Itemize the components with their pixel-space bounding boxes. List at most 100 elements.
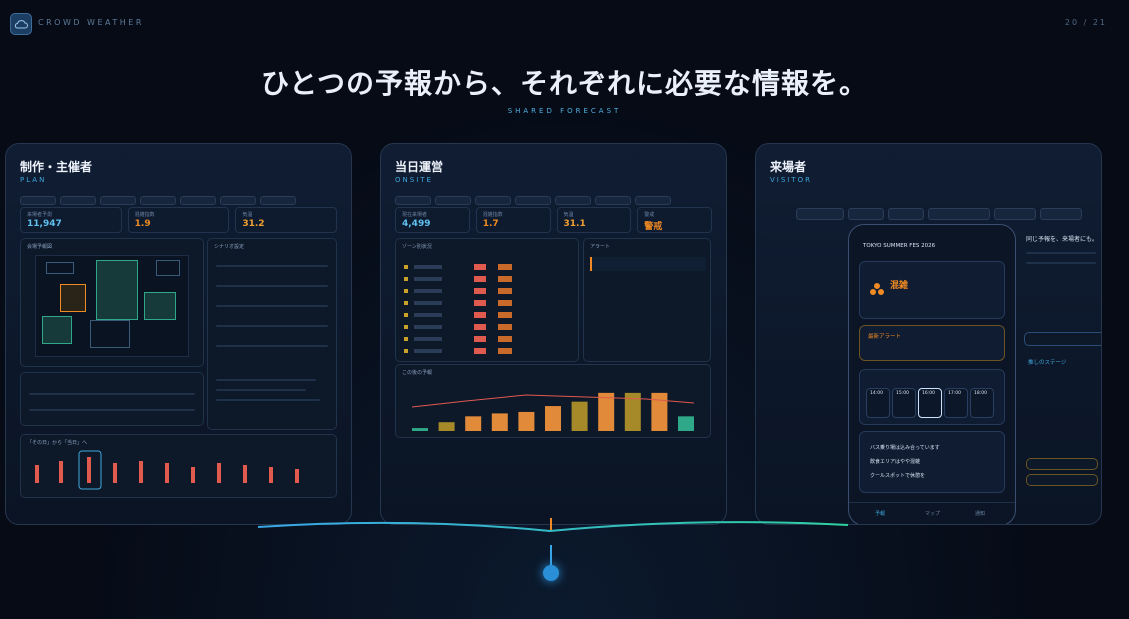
filter-pills	[395, 196, 671, 205]
panel-visitor: 来場者 VISITOR TOKYO SUMMER FES 2026 混雑 最新ア…	[755, 143, 1102, 525]
forecast-bar	[624, 392, 641, 431]
time-slot-button[interactable]: 16:00	[918, 388, 942, 418]
filter-pill[interactable]	[595, 196, 631, 205]
tag-badge[interactable]	[1026, 474, 1098, 486]
timeline-card: 14:00 15:00 16:00 17:00 18:00	[859, 369, 1005, 425]
forecast-chart	[411, 392, 695, 431]
map-zone[interactable]	[90, 320, 130, 348]
forecast-bar	[651, 392, 668, 431]
connector-stem	[550, 545, 552, 567]
map-title: 会場予報図	[27, 244, 53, 250]
slider-track[interactable]	[216, 305, 328, 307]
filter-pill[interactable]	[220, 196, 256, 205]
slider-track[interactable]	[216, 265, 328, 267]
time-slot-button[interactable]: 17:00	[944, 388, 968, 418]
panel-subtitle: ONSITE	[395, 176, 433, 184]
map-zone[interactable]	[96, 260, 138, 320]
timeline-card: 「その日」から「当日」へ	[20, 434, 337, 498]
scenario-card: シナリオ設定	[207, 238, 337, 430]
text-line	[1026, 252, 1096, 254]
alert-card[interactable]: 最新アラート	[859, 325, 1005, 361]
time-slot-button[interactable]: 18:00	[970, 388, 994, 418]
filter-pill[interactable]	[20, 196, 56, 205]
filter-pill[interactable]	[395, 196, 431, 205]
crowd-icon	[868, 280, 886, 298]
map-zone[interactable]	[156, 260, 180, 276]
connector-marker	[550, 518, 552, 530]
phone-mockup: TOKYO SUMMER FES 2026 混雑 最新アラート 14:00 15…	[848, 224, 1016, 524]
filter-pill[interactable]	[635, 196, 671, 205]
status-pill[interactable]	[928, 208, 990, 220]
venue-map[interactable]	[35, 255, 189, 357]
map-zone[interactable]	[60, 284, 86, 312]
filter-pill[interactable]	[515, 196, 551, 205]
filter-pill[interactable]	[475, 196, 511, 205]
filter-pill[interactable]	[260, 196, 296, 205]
timeline-slider[interactable]	[29, 409, 195, 411]
filter-pills	[20, 196, 296, 205]
timeline-slider[interactable]	[29, 393, 195, 395]
status-card: 混雑	[859, 261, 1005, 319]
status-pill[interactable]	[994, 208, 1036, 220]
map-zone[interactable]	[42, 316, 72, 344]
status-pill[interactable]	[1040, 208, 1082, 220]
forecast-bar	[465, 416, 482, 431]
scenario-title: シナリオ設定	[214, 244, 245, 250]
forecast-chart-card: この後の予報	[395, 364, 711, 438]
nav-item-map[interactable]: マップ	[925, 511, 941, 517]
panel-title: 当日運営	[395, 160, 444, 174]
panel-subtitle: VISITOR	[770, 176, 813, 184]
time-slot-button[interactable]: 15:00	[892, 388, 916, 418]
cloud-logo-icon	[10, 13, 32, 35]
tip-item: 飲食エリアはやや混雑	[870, 459, 921, 465]
timeline-title: 「その日」から「当日」へ	[27, 440, 88, 446]
filter-pill[interactable]	[140, 196, 176, 205]
text-line	[216, 389, 306, 391]
filter-pill[interactable]	[60, 196, 96, 205]
panel-subtitle: PLAN	[20, 176, 47, 184]
panel-title: 制作・主催者	[20, 160, 93, 174]
alert-item[interactable]	[590, 257, 706, 271]
side-link[interactable]	[1024, 332, 1101, 346]
text-line	[216, 379, 316, 381]
timeline-bars	[35, 450, 299, 490]
list-title: ゾーン別状況	[402, 244, 432, 250]
filter-pill[interactable]	[180, 196, 216, 205]
forecast-line	[411, 394, 695, 408]
alert-title: アラート	[590, 244, 611, 250]
event-name: TOKYO SUMMER FES 2026	[863, 243, 936, 249]
filter-pill[interactable]	[435, 196, 471, 205]
forecast-bar	[438, 422, 455, 431]
connector-node	[543, 565, 559, 581]
slider-track[interactable]	[216, 345, 328, 347]
nav-item-forecast[interactable]: 予報	[875, 511, 886, 517]
map-zone[interactable]	[46, 262, 74, 274]
time-slot-button[interactable]: 14:00	[866, 388, 890, 418]
tag-badge[interactable]	[1026, 458, 1098, 470]
zone-list-card: ゾーン別状況	[395, 238, 579, 362]
tip-item: バス乗り場は込み合っています	[870, 445, 940, 451]
status-pill[interactable]	[888, 208, 924, 220]
status-pill[interactable]	[796, 208, 844, 220]
slider-track[interactable]	[216, 325, 328, 327]
status-label: 混雑	[890, 281, 909, 291]
map-zone[interactable]	[144, 292, 176, 320]
filter-pill[interactable]	[555, 196, 591, 205]
bottom-nav: 予報 マップ 通知	[849, 502, 1015, 524]
side-item: 推しのステージ	[1028, 360, 1067, 366]
status-pill[interactable]	[848, 208, 884, 220]
filter-pill[interactable]	[100, 196, 136, 205]
forecast-bar	[412, 428, 428, 431]
nav-item-notice[interactable]: 通知	[975, 511, 986, 517]
forecast-bar	[491, 413, 508, 431]
status-bar	[796, 208, 1101, 220]
chart-title: この後の予報	[402, 370, 433, 376]
slider-track[interactable]	[216, 285, 328, 287]
